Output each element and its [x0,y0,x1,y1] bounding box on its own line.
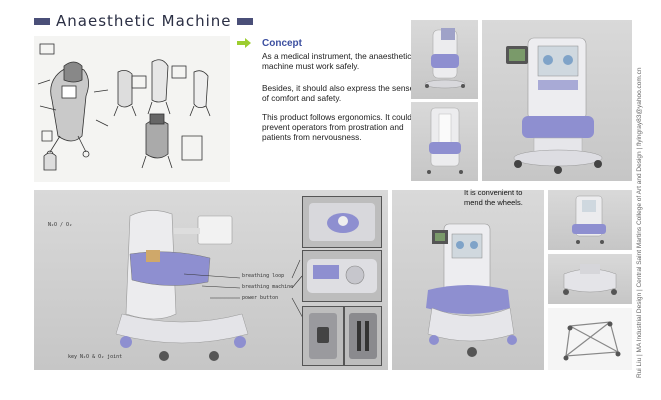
power-button-image [309,313,337,359]
sketch-area [34,36,230,182]
label-breathing-machine: breathing machine [242,284,294,290]
render-top-small [548,190,632,250]
render-back-view [411,102,478,181]
wheels-note: It is convenient to mend the wheels. [464,188,523,207]
inset-breathing-loop [302,196,382,248]
handle-image [349,313,377,359]
machine-base-image [563,264,617,295]
concept-paragraph-3: This product follows ergonomics. It coul… [262,112,412,142]
render-base-small [548,254,632,304]
page-title: Anaesthetic Machine [56,12,232,30]
wheel-frame-image [563,321,621,361]
machine-rear-image [424,28,466,89]
label-power-button: power button [242,295,279,301]
title-bar-left-accent [34,17,50,25]
inset-power-button [302,306,344,366]
concept-paragraph-1: As a medical instrument, the anaesthetic… [262,51,412,71]
inset-breathing-machine [302,250,382,302]
arrow-right-icon [237,38,251,48]
inset-handle [344,306,382,366]
machine-angled-image [426,223,517,357]
concept-paragraph-2: Besides, it should also express the sens… [262,83,415,103]
label-key-joint: key N₂O & O₂ joint [68,354,123,360]
render-frame-small [548,308,632,370]
concept-heading: Concept [262,38,302,49]
credit-text: Rui Liu | MA Industrial Design | Central… [636,67,643,378]
machine-small-top-image [572,195,606,244]
label-gas: N₂O / O₂ [48,222,73,228]
label-breathing-loop: breathing loop [242,273,285,279]
render-rear-view [411,20,478,99]
machine-main-image [115,210,305,361]
title-bar: Anaesthetic Machine [34,10,254,32]
render-wheels: It is convenient to mend the wheels. [392,188,544,370]
concept-sketches [37,43,211,171]
machine-back-image [427,107,463,174]
breathing-machine-image [307,259,377,293]
machine-front-image [506,37,603,174]
breathing-loop-image [309,203,375,241]
title-bar-right-accent [237,17,254,25]
render-front-view [482,20,632,181]
render-main-annotated: N₂O / O₂ breathing loop breathing machin… [34,190,388,370]
